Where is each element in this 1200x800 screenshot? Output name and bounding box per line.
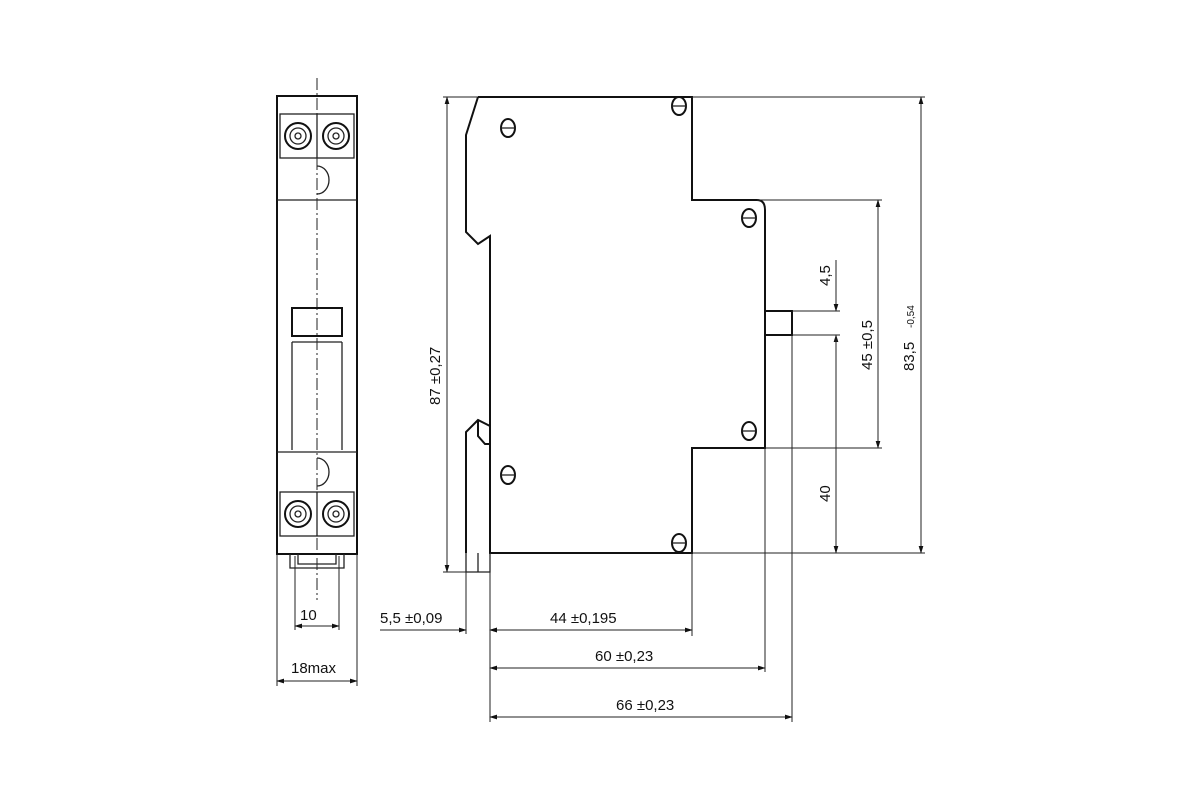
dim-label-87: 87 ±0,27 [427,347,444,405]
screw-icon [500,118,516,138]
dim-label-44: 44 ±0,195 [550,610,617,627]
screw-icon [322,122,350,150]
dim-label-66: 66 ±0,23 [616,697,674,714]
side-view [380,96,925,722]
switch-lever [291,307,343,337]
dim-label-83-5: 83,5 [901,342,918,371]
screw-icon [741,421,757,441]
screw-icon [322,500,350,528]
screw-icon [500,465,516,485]
dim-label-10: 10 [300,607,317,624]
switch-lever-side [764,310,793,336]
screw-icon [284,122,312,150]
screw-icon [741,208,757,228]
dim-tolerance-83-5: -0,54 [906,305,917,328]
dim-label-18max: 18max [291,660,337,677]
front-view [276,78,358,686]
front-body-outline [276,95,358,555]
dim-label-5-5: 5,5 ±0,09 [380,610,442,627]
din-clip [289,554,345,569]
screw-icon [284,500,312,528]
screw-icon [671,533,687,553]
side-body-outline [465,96,766,554]
screw-icon [671,96,687,116]
dim-label-4-5: 4,5 [817,265,834,286]
dim-label-40: 40 [817,485,834,502]
dim-label-60: 60 ±0,23 [595,648,653,665]
dim-label-45: 45 ±0,5 [859,320,876,370]
